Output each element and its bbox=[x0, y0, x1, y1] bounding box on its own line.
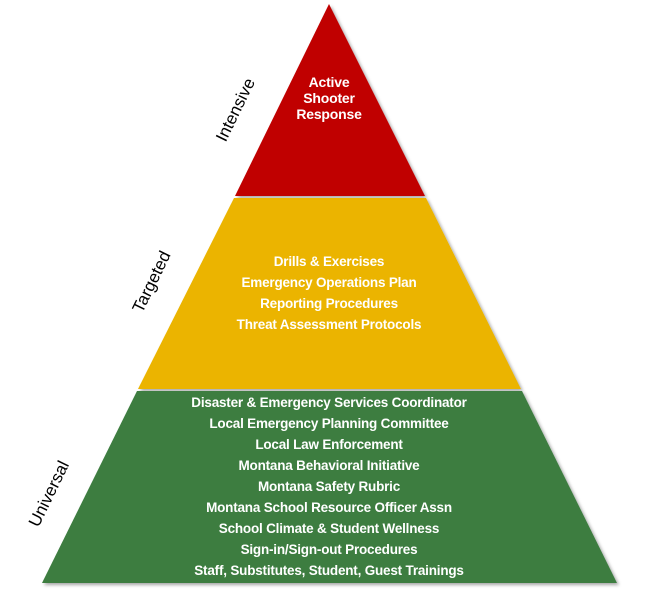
universal-item: Montana School Resource Officer Assn bbox=[206, 500, 452, 515]
universal-item: Disaster & Emergency Services Coordinato… bbox=[191, 395, 467, 410]
universal-item: Local Emergency Planning Committee bbox=[209, 416, 449, 431]
targeted-item: Drills & Exercises bbox=[273, 254, 385, 269]
universal-item: Montana Safety Rubric bbox=[257, 479, 401, 494]
targeted-items: Drills & Exercises Emergency Operations … bbox=[0, 251, 658, 335]
intensive-items: Active Shooter Response bbox=[0, 74, 658, 122]
universal-item: Montana Behavioral Initiative bbox=[238, 458, 420, 473]
universal-item: Sign-in/Sign-out Procedures bbox=[240, 542, 418, 557]
intensive-item: Active bbox=[308, 74, 350, 90]
intensive-item: Response bbox=[296, 106, 362, 122]
targeted-tier bbox=[138, 198, 521, 389]
intensive-tier bbox=[235, 4, 425, 196]
universal-items: Disaster & Emergency Services Coordinato… bbox=[0, 392, 658, 581]
universal-item: Staff, Substitutes, Student, Guest Train… bbox=[194, 563, 464, 578]
targeted-item: Threat Assessment Protocols bbox=[236, 317, 422, 332]
universal-item: Local Law Enforcement bbox=[255, 437, 403, 452]
targeted-item: Reporting Procedures bbox=[260, 296, 398, 311]
targeted-item: Emergency Operations Plan bbox=[241, 275, 417, 290]
intensive-item: Shooter bbox=[303, 90, 355, 106]
universal-item: School Climate & Student Wellness bbox=[218, 521, 440, 536]
universal-tier bbox=[42, 391, 617, 583]
